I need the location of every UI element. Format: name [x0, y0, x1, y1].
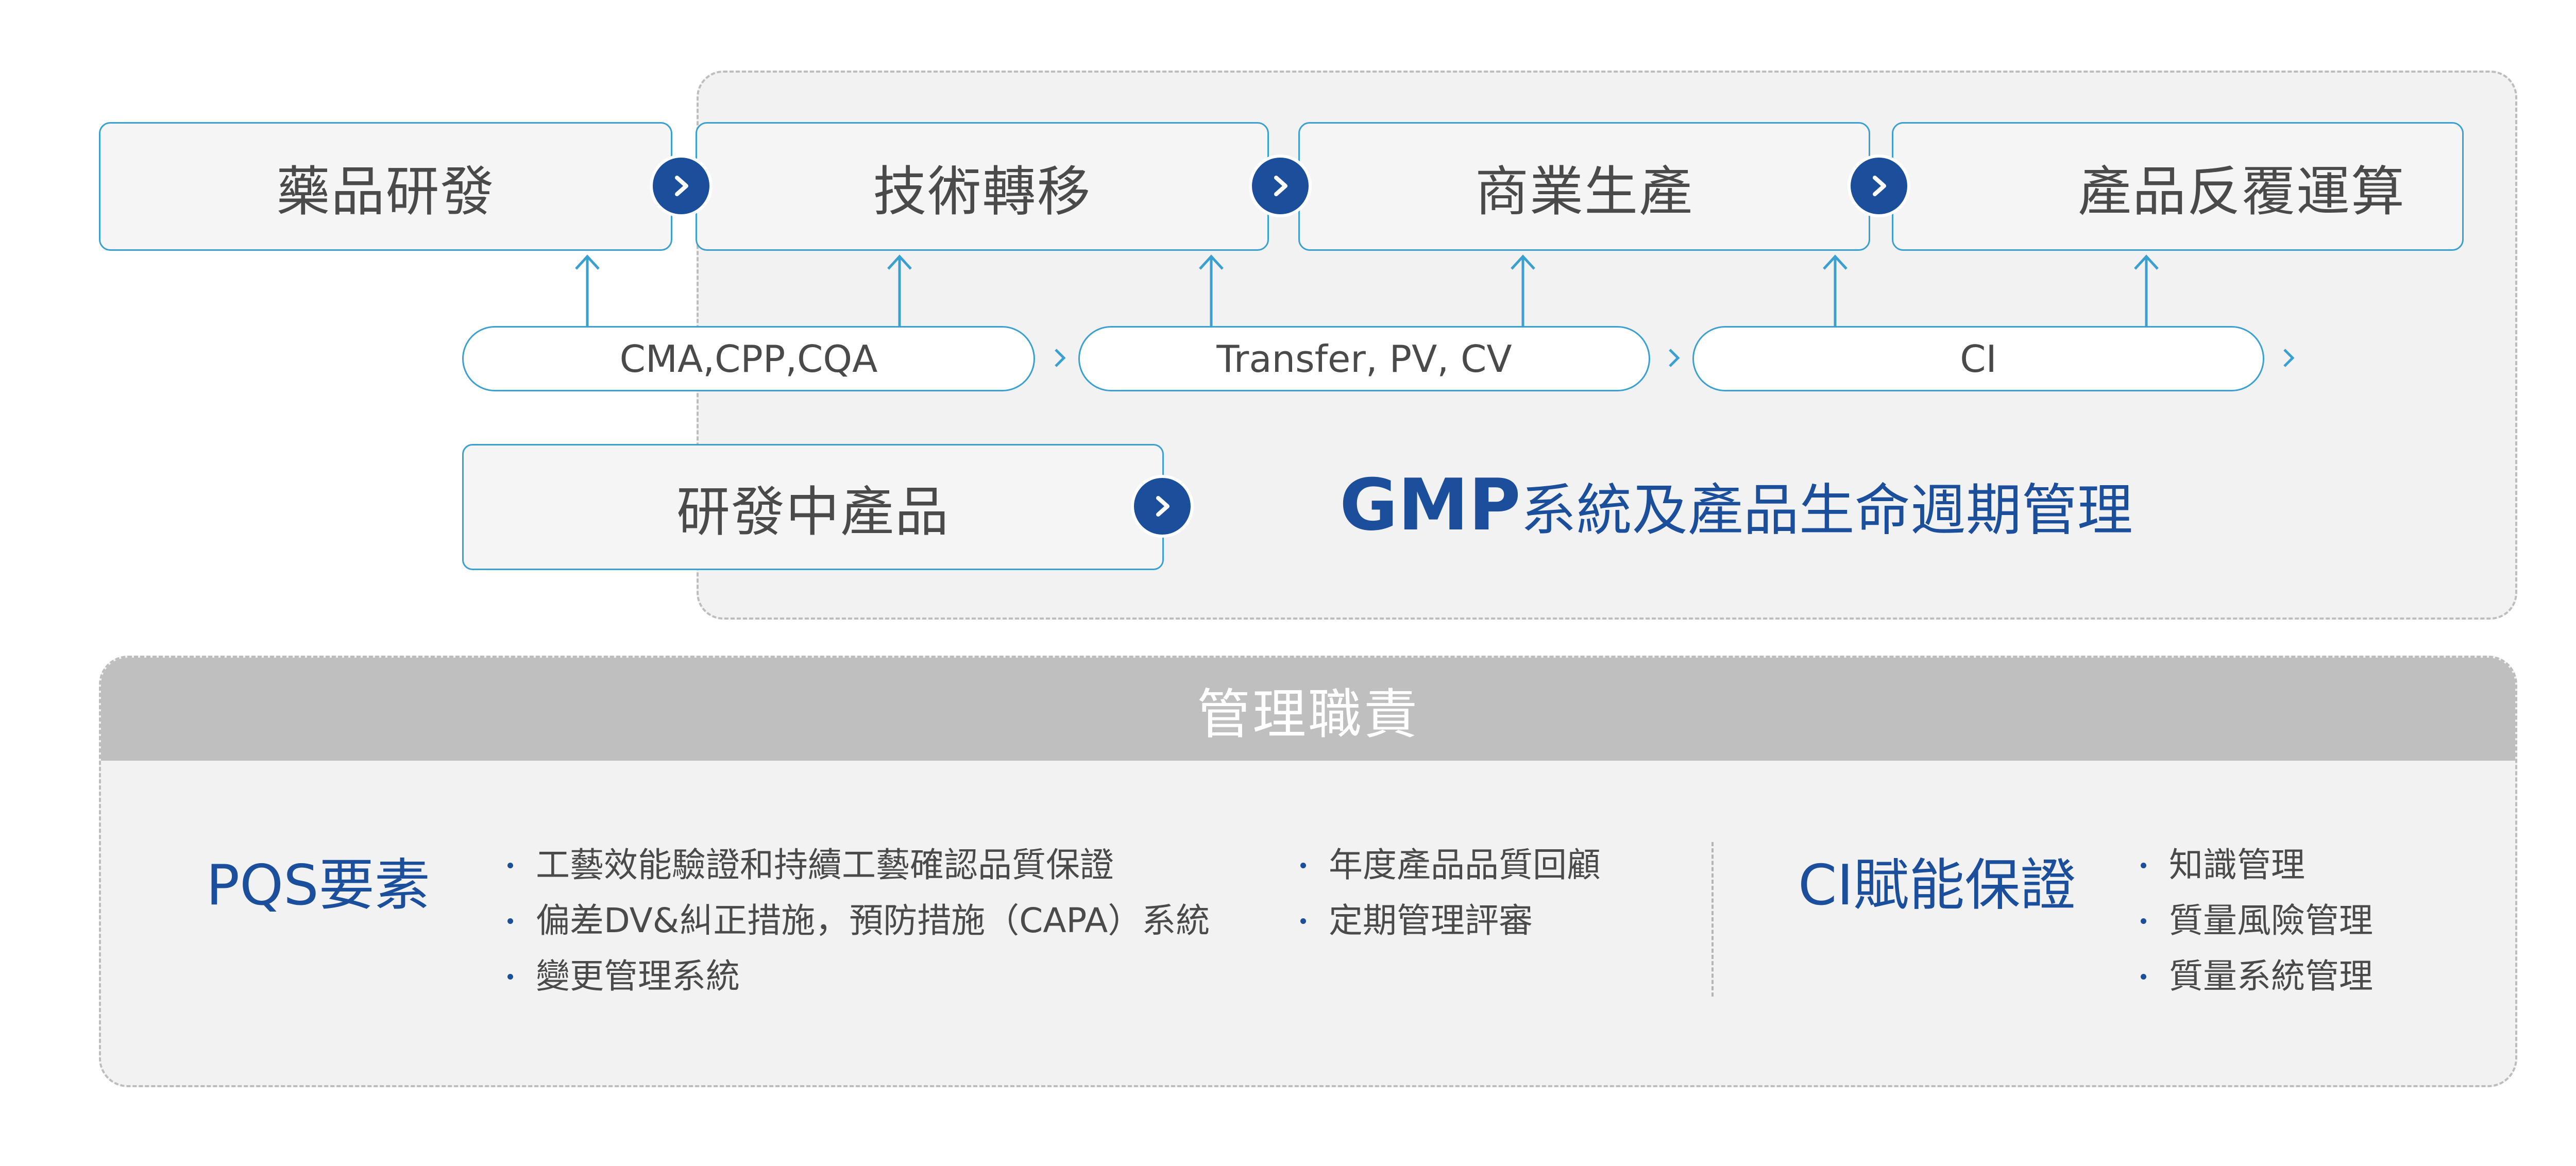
- list-item: 質量系統管理: [2141, 949, 2373, 1004]
- management-header-label: 管理職責: [1196, 682, 1419, 746]
- stage-product-iteration: 產品反覆運算: [1892, 122, 2464, 251]
- pill-label: CMA,CPP,CQA: [619, 337, 878, 381]
- bullet-icon: [2141, 862, 2146, 868]
- list-item: 變更管理系統: [507, 949, 1210, 1004]
- management-header: 管理職責: [101, 658, 2515, 761]
- chevron-right-icon: [1252, 158, 1309, 214]
- list-item-label: 工藝效能驗證和持續工藝確認品質保證: [536, 845, 1114, 885]
- stage-technology-transfer: 技術轉移: [696, 122, 1269, 251]
- pill-label: Transfer, PV, CV: [1216, 337, 1512, 381]
- parameter-pill-ci: CI: [1692, 326, 2264, 391]
- bullet-icon: [507, 862, 513, 868]
- list-item-label: 知識管理: [2169, 845, 2305, 885]
- stage-drug-development: 藥品研發: [99, 122, 672, 251]
- chevron-right-icon: [2283, 349, 2295, 367]
- bullet-icon: [507, 918, 513, 924]
- list-item: 工藝效能驗證和持續工藝確認品質保證: [507, 837, 1210, 893]
- bullet-icon: [2141, 973, 2146, 980]
- dev-product-label: 研發中產品: [676, 481, 950, 543]
- pill-label: CI: [1960, 337, 1997, 381]
- gmp-title: GMP 系統及產品生命週期管理: [1340, 464, 2133, 551]
- chevron-right-icon: [1851, 158, 1907, 214]
- ci-list: 知識管理 質量風險管理 質量系統管理: [2141, 837, 2373, 1004]
- list-item-label: 變更管理系統: [536, 956, 740, 996]
- list-item: 年度產品品質回顧: [1300, 837, 1601, 893]
- gmp-title-bold: GMP: [1340, 464, 1521, 546]
- chevron-right-icon: [1134, 478, 1191, 535]
- list-item-label: 年度產品品質回顧: [1329, 845, 1601, 885]
- management-panel: 管理職責: [99, 656, 2517, 1087]
- bullet-icon: [507, 973, 513, 980]
- list-item-label: 質量系統管理: [2169, 956, 2373, 996]
- bullet-icon: [1300, 918, 1306, 924]
- list-item-label: 偏差DV&糾正措施，預防措施（CAPA）系統: [536, 901, 1210, 940]
- parameter-pill-cma: CMA,CPP,CQA: [462, 326, 1035, 391]
- list-item-label: 質量風險管理: [2169, 901, 2373, 940]
- chevron-right-icon: [653, 158, 709, 214]
- stage-label: 產品反覆運算: [2077, 160, 2405, 223]
- stage-label: 藥品研發: [276, 160, 495, 223]
- pqs-title: PQS要素: [206, 853, 430, 918]
- pqs-list-column1: 工藝效能驗證和持續工藝確認品質保證 偏差DV&糾正措施，預防措施（CAPA）系統…: [507, 837, 1210, 1004]
- stage-label: 技術轉移: [873, 160, 1092, 223]
- stage-commercial-production: 商業生產: [1298, 122, 1870, 251]
- parameter-pill-transfer: Transfer, PV, CV: [1078, 326, 1650, 391]
- list-item-label: 定期管理評審: [1329, 901, 1533, 940]
- stage-label: 商業生產: [1475, 160, 1693, 223]
- list-item: 定期管理評審: [1300, 893, 1601, 949]
- gmp-title-rest: 系統及產品生命週期管理: [1520, 478, 2133, 543]
- pqs-list-column2: 年度產品品質回顧 定期管理評審: [1300, 837, 1601, 949]
- bullet-icon: [2141, 918, 2146, 924]
- list-item: 偏差DV&糾正措施，預防措施（CAPA）系統: [507, 893, 1210, 949]
- chevron-right-icon: [1669, 349, 1680, 367]
- dev-product-box: 研發中產品: [462, 444, 1164, 570]
- list-item: 質量風險管理: [2141, 893, 2373, 949]
- section-divider: [1711, 842, 1714, 997]
- ci-title: CI賦能保證: [1798, 853, 2076, 918]
- bullet-icon: [1300, 862, 1306, 868]
- list-item: 知識管理: [2141, 837, 2373, 893]
- chevron-right-icon: [1055, 349, 1066, 367]
